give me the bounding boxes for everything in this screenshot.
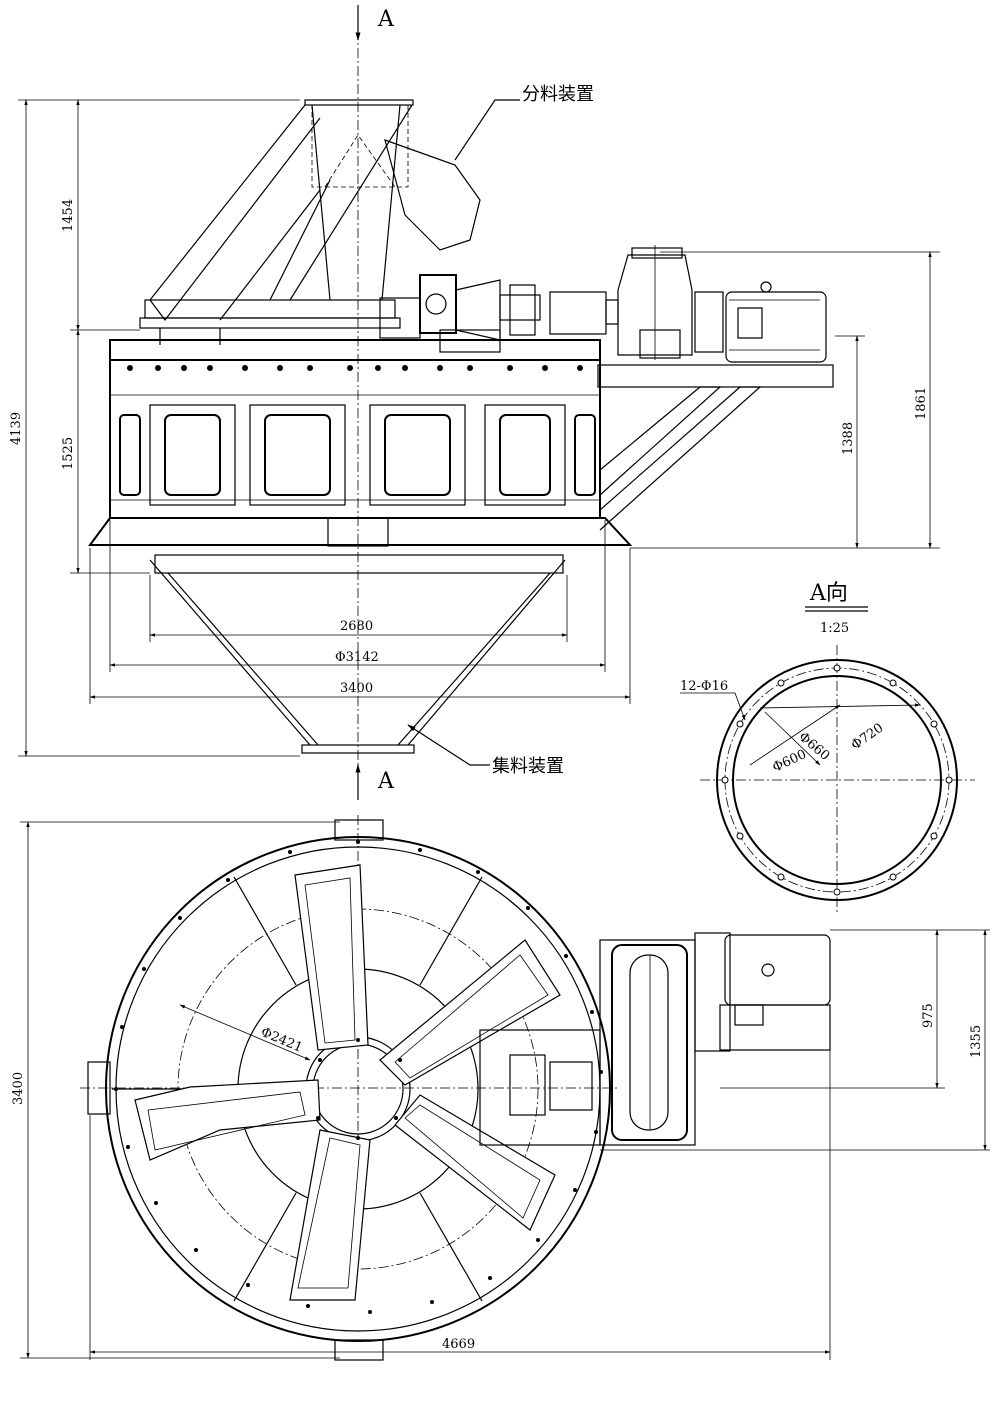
view-a-scale: 1:25 <box>820 621 849 636</box>
dim-plan-width: 4669 <box>442 1337 475 1352</box>
dim-drive-offset: 1355 <box>969 1025 984 1058</box>
view-a-d-inner: Φ600 <box>770 747 808 776</box>
dim-plan-height: 3400 <box>11 1072 26 1105</box>
dim-body-diameter: Φ3142 <box>335 650 379 665</box>
collector-label: 集料装置 <box>492 756 564 777</box>
dim-overall-width: 3400 <box>340 681 373 696</box>
view-a: A向 1:25 12-Φ16 Φ720 Φ660 Φ600 <box>680 581 975 915</box>
dim-upper-height: 1454 <box>61 199 76 232</box>
distributor-label: 分料装置 <box>522 84 594 105</box>
view-a-d-outer: Φ720 <box>849 721 887 754</box>
section-mark-bottom: A <box>377 769 395 794</box>
dim-motor-offset: 975 <box>921 1003 936 1028</box>
view-a-holes: 12-Φ16 <box>680 679 728 694</box>
dim-bracket-height: 1388 <box>841 422 856 455</box>
section-mark-top: A <box>377 7 395 32</box>
dim-cone-width: 2680 <box>340 619 373 634</box>
dim-drive-height: 1861 <box>914 387 929 420</box>
front-elevation: 分料装置 集料装置 A A 4139 1454 1525 1388 1861 <box>9 5 940 800</box>
plan-view: Φ2421 3400 975 1355 4669 <box>11 815 990 1361</box>
dim-body-height: 1525 <box>61 437 76 470</box>
dim-inner-diameter: Φ2421 <box>258 1025 304 1056</box>
dim-overall-height: 4139 <box>9 412 24 445</box>
view-a-title: A向 <box>809 581 848 606</box>
